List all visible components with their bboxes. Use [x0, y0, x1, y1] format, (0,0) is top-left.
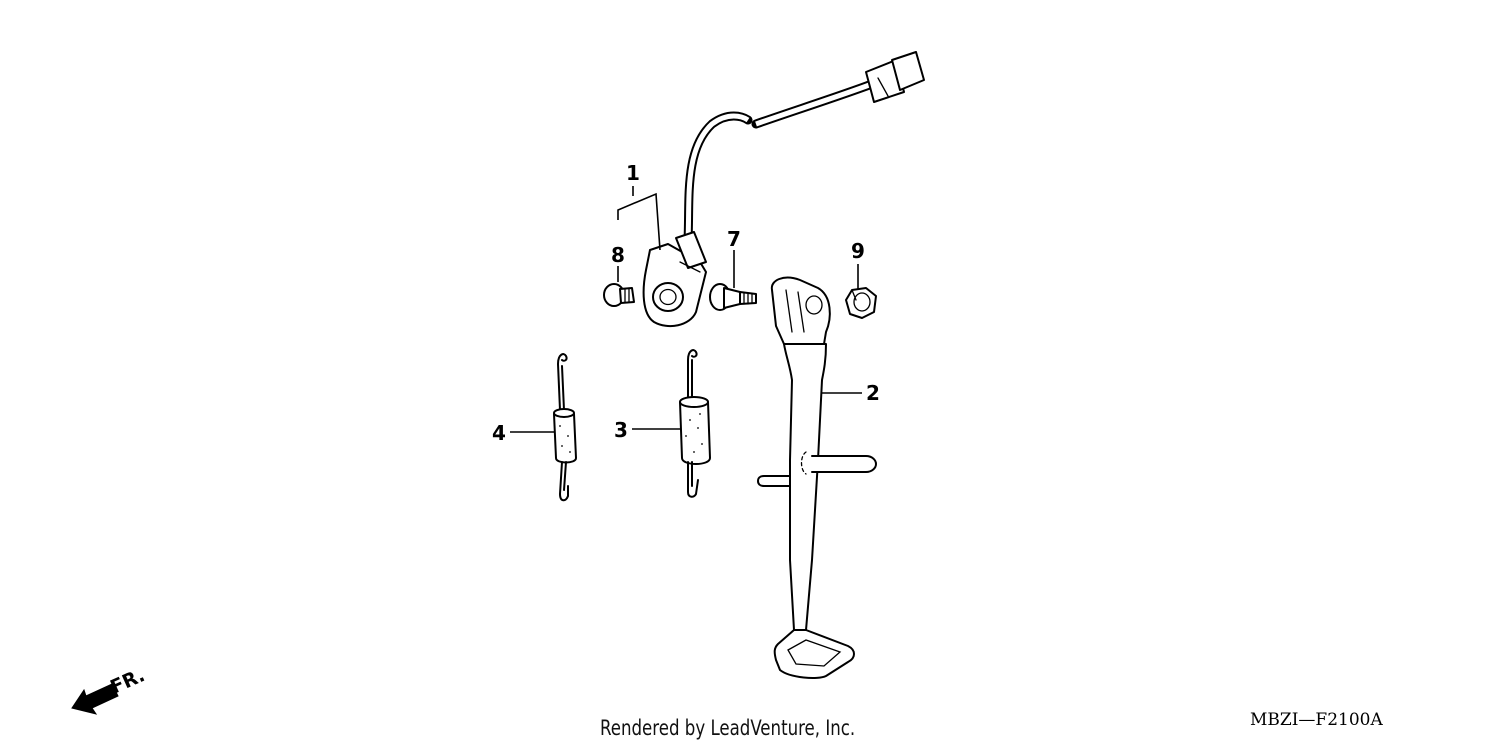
callout-9: 9: [851, 239, 865, 290]
spring-3[interactable]: [679, 349, 711, 498]
render-credit: Rendered by LeadVenture, Inc.: [600, 716, 856, 740]
svg-text:2: 2: [866, 381, 880, 405]
nut-9[interactable]: [845, 287, 877, 319]
callout-4: 4: [492, 421, 554, 445]
svg-text:9: 9: [851, 239, 865, 263]
svg-text:FR.: FR.: [107, 664, 148, 698]
svg-text:7: 7: [727, 227, 741, 251]
side-stand-switch[interactable]: [642, 51, 925, 328]
callout-2: 2: [822, 381, 880, 405]
svg-text:4: 4: [492, 421, 506, 445]
diagram-code: MBZI—F2100A: [1250, 710, 1383, 730]
front-arrow-icon: [71, 683, 119, 715]
bolt-washer-8[interactable]: [603, 283, 635, 307]
svg-text:8: 8: [611, 243, 625, 267]
spring-4[interactable]: [553, 353, 577, 502]
bolt-7[interactable]: [709, 283, 757, 311]
side-stand[interactable]: [757, 276, 877, 679]
callout-3: 3: [614, 418, 680, 442]
svg-text:3: 3: [614, 418, 628, 442]
svg-text:1: 1: [626, 161, 640, 185]
callout-7: 7: [727, 227, 741, 288]
callout-1: 1: [617, 161, 661, 251]
front-direction-indicator: FR.: [71, 664, 148, 715]
callout-8: 8: [611, 243, 625, 282]
